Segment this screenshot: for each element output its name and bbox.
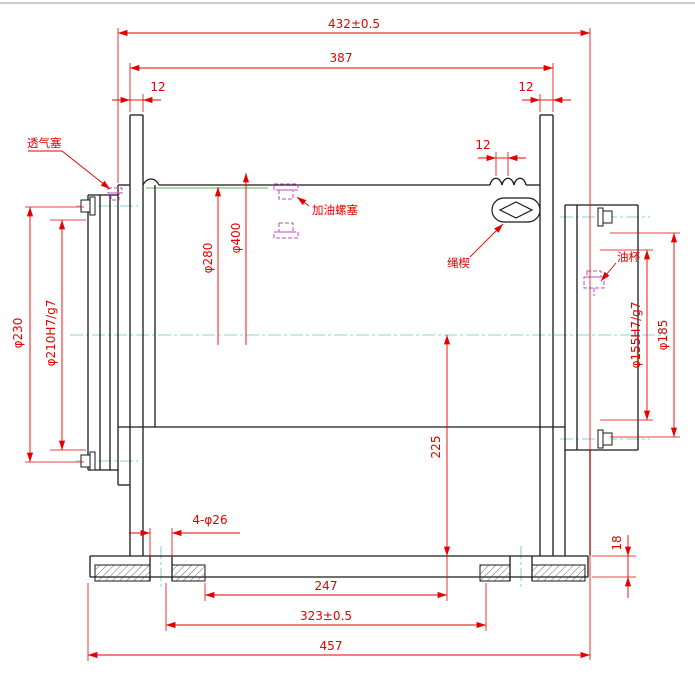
dim-text-foot-holes: 4-φ26 [192,513,227,527]
dim-text-base-width: 457 [320,639,343,653]
leader-oil-fill-plug [296,196,310,207]
bolt-washer [597,207,604,227]
dim-text-groove-pitch: 12 [475,138,490,152]
bolt-head [80,199,91,213]
dim-text-hub-right-outer: φ185 [656,320,670,351]
dim-text-12-left: 12 [150,80,165,94]
dim-text-drum-diameter: φ280 [201,243,215,274]
leader-rope-wedge [469,223,504,258]
breather-plug-symbol [107,187,123,201]
dim-text-base-thickness: 18 [610,535,624,550]
label-rope-wedge: 绳楔 [447,256,470,270]
rope-anchor-bump [142,178,160,186]
dim-text-12-right: 12 [518,80,533,94]
dim-text-flange-diameter: φ400 [229,223,243,254]
dim-text-foot-span-inner: 247 [315,579,338,593]
bolt-washer [89,451,96,471]
dim-text-foot-span-bolts: 323±0.5 [300,609,352,623]
oil-fill-plug-symbol [273,183,299,239]
bearing-bolts [80,196,613,471]
oil-cup-symbol [583,270,605,296]
dim-text-hub-right-fit: φ155H7/g7 [629,302,643,369]
dim-text-hub-left-outer: φ230 [11,318,25,349]
bolt-washer [89,196,96,216]
bolt-washer [597,429,604,449]
part-labels: 透气塞 加油螺塞 绳楔 油杯 [27,136,640,270]
rope-wedge-detail [491,197,541,223]
rope-grooves [489,177,527,186]
dim-text-flange-span: 387 [330,51,353,65]
label-oil-fill-plug: 加油螺塞 [312,203,358,217]
extension-lines [25,28,680,661]
accessories [107,183,605,296]
leader-lines [28,150,617,282]
bolt-head [602,210,613,224]
leader-oil-cup [600,262,617,282]
label-oil-cup: 油杯 [617,250,640,264]
dim-text-center-height: 225 [429,436,443,459]
leader-breather-plug [28,150,111,190]
dim-text-overall-width: 432±0.5 [328,17,380,31]
bolt-head [602,432,613,446]
bolt-head [80,454,91,468]
dimension-texts: 432±0.5 387 12 12 12 φ280 φ400 φ230 φ210… [11,17,670,653]
label-breather-plug: 透气塞 [27,136,62,150]
dimension-lines [26,29,678,659]
part-outline [87,114,639,581]
dim-text-hub-left-fit: φ210H7/g7 [44,300,58,367]
foundation-pads [94,564,586,582]
centerlines [70,205,668,590]
